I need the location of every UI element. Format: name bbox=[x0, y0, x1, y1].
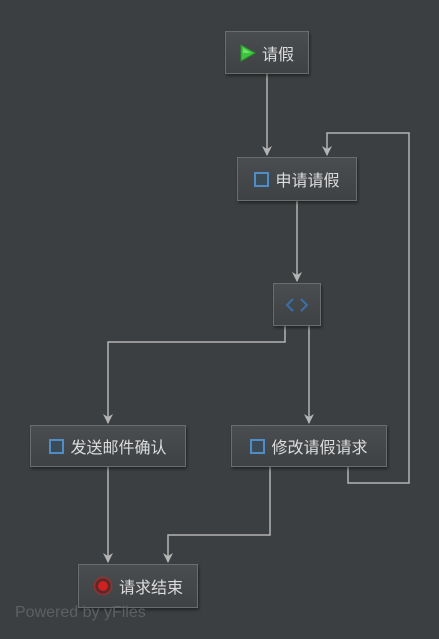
task-square-icon bbox=[254, 171, 270, 187]
end-event-icon bbox=[93, 576, 113, 596]
end-event-node[interactable]: 请求结束 bbox=[78, 564, 198, 608]
start-event-node[interactable]: 请假 bbox=[225, 31, 309, 74]
task-send-email[interactable]: 发送邮件确认 bbox=[30, 425, 186, 467]
task-apply-leave[interactable]: 申请请假 bbox=[237, 157, 357, 201]
watermark-text: Powered by yFiles bbox=[15, 604, 146, 621]
task-send-email-label: 发送邮件确认 bbox=[70, 438, 167, 457]
task-apply-label: 申请请假 bbox=[275, 171, 340, 190]
exclusive-gateway-node[interactable] bbox=[273, 283, 321, 326]
gateway-diamond-icon bbox=[285, 297, 309, 312]
task-square-icon bbox=[250, 438, 266, 454]
play-triangle-icon bbox=[240, 43, 256, 62]
edge-modify-to-end bbox=[163, 467, 271, 563]
task-square-icon bbox=[49, 438, 65, 454]
task-modify-request[interactable]: 修改请假请求 bbox=[231, 425, 387, 467]
end-event-label: 请求结束 bbox=[118, 578, 183, 597]
task-modify-label: 修改请假请求 bbox=[271, 438, 368, 457]
edge-gateway-to-email bbox=[103, 326, 286, 424]
edge-modify-to-apply bbox=[322, 132, 410, 484]
start-event-label: 请假 bbox=[261, 44, 294, 64]
